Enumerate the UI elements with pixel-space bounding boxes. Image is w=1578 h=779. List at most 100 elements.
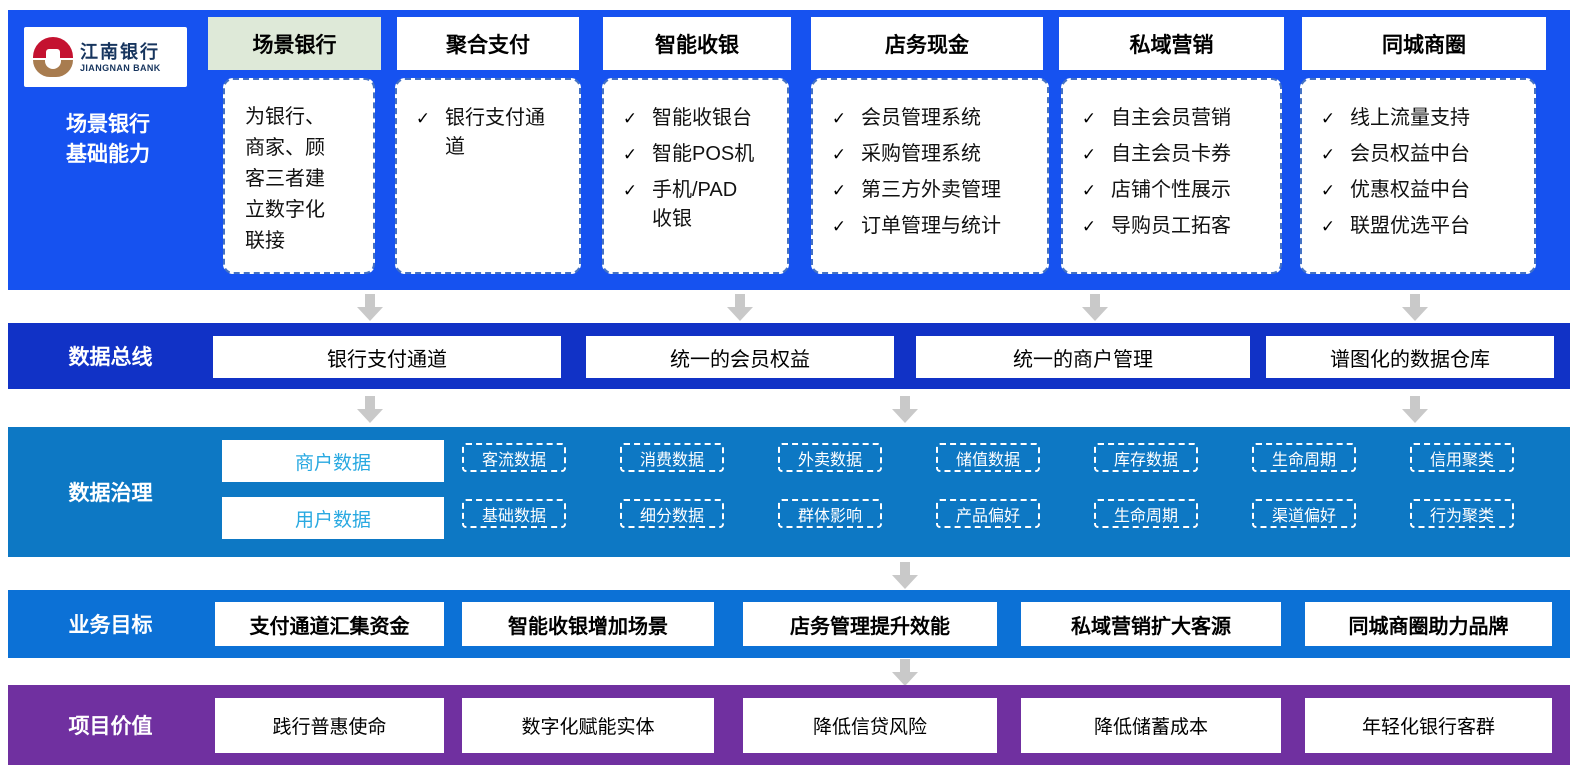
tab-city-business-circle[interactable]: 同城商圈: [1302, 17, 1546, 70]
check-icon: ✓: [1081, 181, 1097, 200]
capability-item: ✓ 手机/PAD收银: [618, 176, 781, 234]
row-label-data-bus: 数据总线: [68, 346, 153, 369]
down-arrow-icon: [357, 396, 383, 423]
capability-description: 为银行、商家、顾客三者建立数字化联接: [245, 106, 325, 252]
down-arrow-icon: [727, 294, 753, 321]
check-icon: ✓: [622, 181, 638, 200]
capability-item: ✓导购员工拓客: [1077, 212, 1274, 241]
data-bus-box-member-rights: 统一的会员权益: [586, 336, 894, 378]
capability-item-label: 订单管理与统计: [861, 215, 1001, 237]
bank-name-cn: 江南银行: [80, 42, 160, 62]
row-label-business-goals: 业务目标: [68, 614, 153, 637]
capability-item-label: 智能POS机: [652, 143, 755, 165]
row-label-capability: 场景银行 基础能力: [66, 113, 150, 166]
goal-box: 智能收银增加场景: [462, 602, 714, 646]
capability-item-label: 自主会员营销: [1111, 107, 1231, 129]
row-label-data-governance: 数据治理: [68, 482, 153, 505]
data-chip: 客流数据: [462, 443, 566, 472]
data-bus-box-merchant-management: 统一的商户管理: [916, 336, 1250, 378]
data-chip: 渠道偏好: [1252, 499, 1356, 528]
data-chip: 基础数据: [462, 499, 566, 528]
capability-item-label: 手机/PAD收银: [652, 179, 738, 230]
tab-aggregate-payment[interactable]: 聚合支付: [397, 17, 579, 70]
check-icon: ✓: [831, 217, 847, 236]
capability-item-label: 采购管理系统: [861, 143, 981, 165]
capability-item: ✓会员管理系统: [827, 104, 1041, 133]
user-data-chips: 基础数据细分数据群体影响产品偏好生命周期渠道偏好行为聚类: [462, 499, 1514, 528]
data-bus-section: 数据总线 银行支付通道 统一的会员权益 统一的商户管理 谱图化的数据仓库: [8, 323, 1570, 389]
check-icon: ✓: [1320, 109, 1336, 128]
capability-item: ✓ 采购管理系统: [827, 140, 1041, 169]
capability-item-label: 银行支付通道: [445, 107, 545, 158]
bank-logo-icon: [33, 37, 73, 77]
data-chip: 信用聚类: [1410, 443, 1514, 472]
capability-item: ✓ 银行支付通道: [411, 104, 573, 162]
capability-card-store-operations: ✓会员管理系统 ✓ 采购管理系统 ✓ 第三方外卖管理 ✓ 订单管理与统计: [811, 78, 1049, 274]
down-arrow-icon: [1402, 396, 1428, 423]
capability-item-label: 线上流量支持: [1350, 107, 1470, 129]
data-chip: 生命周期: [1252, 443, 1356, 472]
capability-card-city-business-circle: ✓ 线上流量支持 ✓会员权益中台 ✓优惠权益中台 ✓ 联盟优选平台: [1300, 78, 1536, 274]
bank-name-en: JIANGNAN BANK: [80, 63, 161, 73]
data-chip: 库存数据: [1094, 443, 1198, 472]
data-bus-box-payment-channel: 银行支付通道: [213, 336, 561, 378]
check-icon: ✓: [831, 181, 847, 200]
tab-store-operations[interactable]: 店务现金: [811, 17, 1043, 70]
capability-item-label: 店铺个性展示: [1111, 179, 1231, 201]
check-icon: ✓: [1320, 145, 1336, 164]
data-chip: 群体影响: [778, 499, 882, 528]
value-box: 降低储蓄成本: [1021, 698, 1281, 753]
category-user-data: 用户数据: [222, 497, 444, 539]
capability-item: ✓智能收银台: [618, 104, 781, 133]
goal-box: 私域营销扩大客源: [1021, 602, 1281, 646]
data-chip: 外卖数据: [778, 443, 882, 472]
capability-item-label: 联盟优选平台: [1350, 215, 1470, 237]
capability-item-label: 导购员工拓客: [1111, 215, 1231, 237]
capability-card-scene-bank: 为银行、商家、顾客三者建立数字化联接: [223, 78, 375, 274]
tab-scene-bank[interactable]: 场景银行: [208, 17, 381, 70]
check-icon: ✓: [622, 145, 638, 164]
tab-smart-cashier[interactable]: 智能收银: [603, 17, 791, 70]
down-arrow-icon: [357, 294, 383, 321]
bank-name: 江南银行 JIANGNAN BANK: [80, 41, 161, 73]
down-arrow-icon: [1082, 294, 1108, 321]
bank-logo: 江南银行 JIANGNAN BANK: [24, 27, 187, 87]
capability-card-smart-cashier: ✓智能收银台✓智能POS机✓手机/PAD收银: [602, 78, 789, 274]
capability-item: ✓ 联盟优选平台: [1316, 212, 1528, 241]
capability-item: ✓ 线上流量支持: [1316, 104, 1528, 133]
tab-private-domain-marketing[interactable]: 私域营销: [1059, 17, 1284, 70]
down-arrow-icon: [1402, 294, 1428, 321]
data-governance-section: 数据治理 商户数据 用户数据 客流数据消费数据外卖数据储值数据库存数据生命周期信…: [8, 427, 1570, 557]
capability-item-label: 自主会员卡券: [1111, 143, 1231, 165]
capability-item: ✓ 订单管理与统计: [827, 212, 1041, 241]
value-box: 降低信贷风险: [743, 698, 997, 753]
value-box: 践行普惠使命: [215, 698, 444, 753]
business-goals-section: 业务目标 支付通道汇集资金 智能收银增加场景 店务管理提升效能 私域营销扩大客源…: [8, 590, 1570, 658]
check-icon: ✓: [415, 109, 431, 128]
capability-section: 江南银行 JIANGNAN BANK 场景银行 基础能力 场景银行 聚合支付 智…: [8, 10, 1570, 290]
down-arrow-icon: [892, 562, 918, 589]
capability-card-private-domain-marketing: ✓ 自主会员营销 ✓自主会员卡券 ✓ 店铺个性展示 ✓导购员工拓客: [1061, 78, 1282, 274]
capability-item: ✓ 智能POS机: [618, 140, 781, 169]
data-chip: 消费数据: [620, 443, 724, 472]
data-chip: 生命周期: [1094, 499, 1198, 528]
capability-item: ✓会员权益中台: [1316, 140, 1528, 169]
capability-item: ✓优惠权益中台: [1316, 176, 1528, 205]
capability-item: ✓自主会员卡券: [1077, 140, 1274, 169]
data-chip: 行为聚类: [1410, 499, 1514, 528]
value-box: 年轻化银行客群: [1305, 698, 1552, 753]
down-arrow-icon: [892, 396, 918, 423]
data-chip: 细分数据: [620, 499, 724, 528]
capability-item: ✓ 自主会员营销: [1077, 104, 1274, 133]
goal-box: 同城商圈助力品牌: [1305, 602, 1552, 646]
check-icon: ✓: [1320, 217, 1336, 236]
project-values-section: 项目价值 践行普惠使命 数字化赋能实体 降低信贷风险 降低储蓄成本 年轻化银行客…: [8, 685, 1570, 765]
check-icon: ✓: [622, 109, 638, 128]
data-chip: 储值数据: [936, 443, 1040, 472]
capability-item-label: 会员管理系统: [861, 107, 981, 129]
check-icon: ✓: [831, 145, 847, 164]
capability-item-label: 第三方外卖管理: [861, 179, 1001, 201]
capability-card-aggregate-payment: ✓ 银行支付通道: [395, 78, 581, 274]
capability-item: ✓ 店铺个性展示: [1077, 176, 1274, 205]
check-icon: ✓: [1081, 109, 1097, 128]
